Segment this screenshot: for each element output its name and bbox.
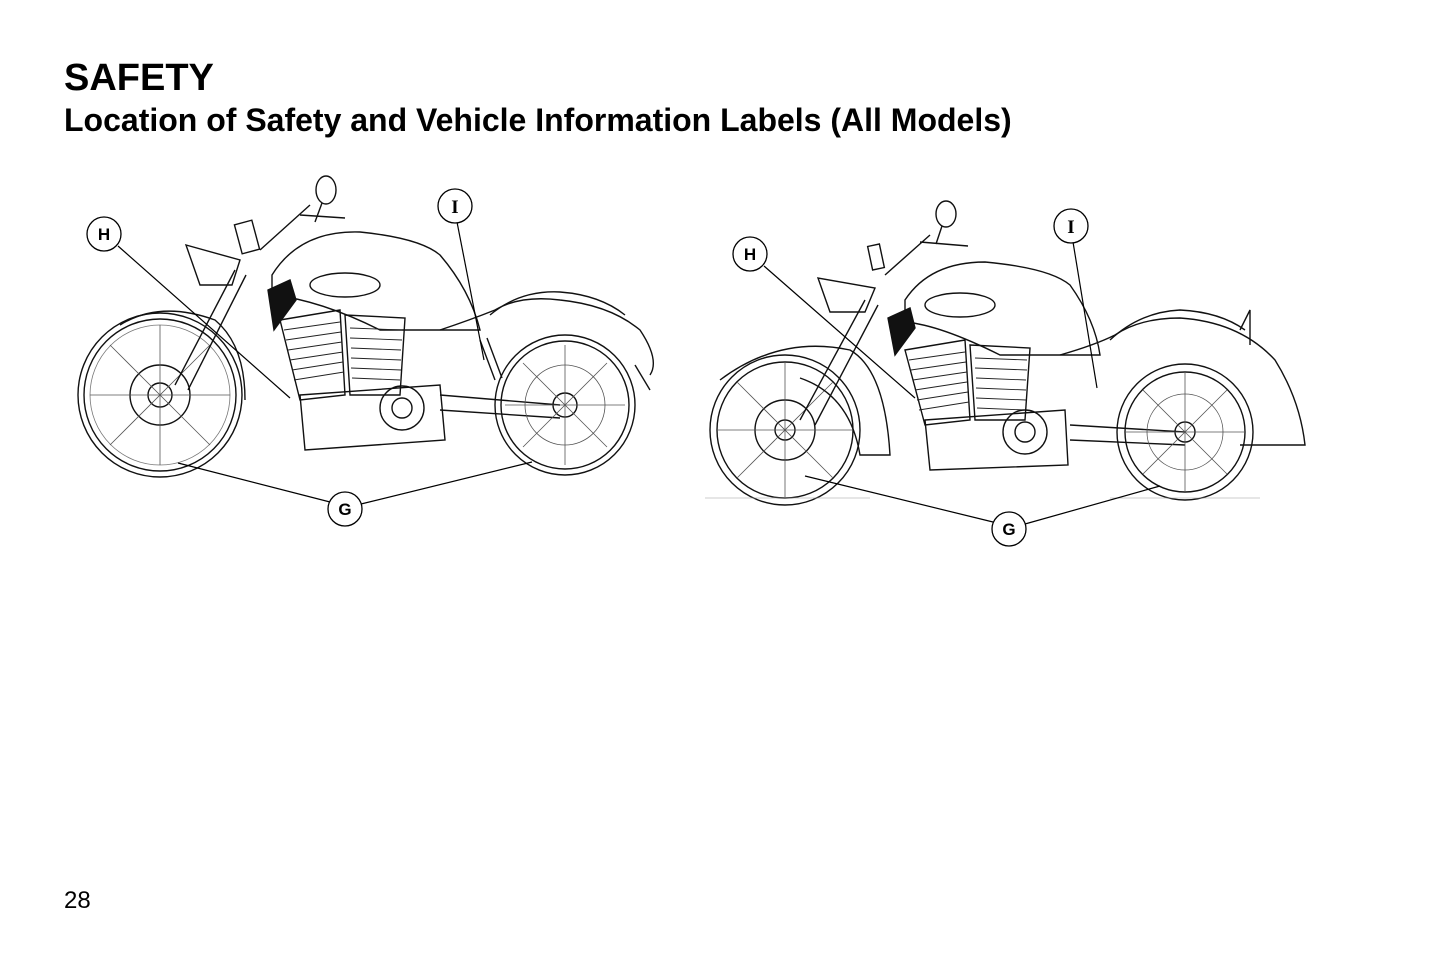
callout-i-right: I	[1053, 208, 1089, 244]
leader-lines-left	[117, 221, 533, 505]
callout-g-label: G	[338, 500, 351, 519]
motorcycle-right-drawing	[705, 200, 1306, 506]
callout-h-right: H	[732, 236, 768, 272]
leader-lines-right	[763, 241, 1161, 525]
callout-i-left: I	[437, 188, 473, 224]
callout-h-left: H	[86, 216, 122, 252]
callout-i-label: I	[451, 197, 458, 218]
callout-g-left: G	[327, 491, 363, 527]
callout-h-label: H	[98, 225, 110, 244]
callout-g-label: G	[1002, 520, 1015, 539]
callout-i-label: I	[1067, 217, 1074, 238]
motorcycle-left-drawing	[77, 175, 654, 478]
callout-h-label: H	[744, 245, 756, 264]
label-location-illustrations: H I G	[77, 175, 1306, 547]
callout-g-right: G	[991, 511, 1027, 547]
section-subtitle: Location of Safety and Vehicle Informati…	[64, 102, 1012, 138]
section-title: SAFETY	[64, 57, 214, 99]
page-number: 28	[64, 887, 91, 914]
